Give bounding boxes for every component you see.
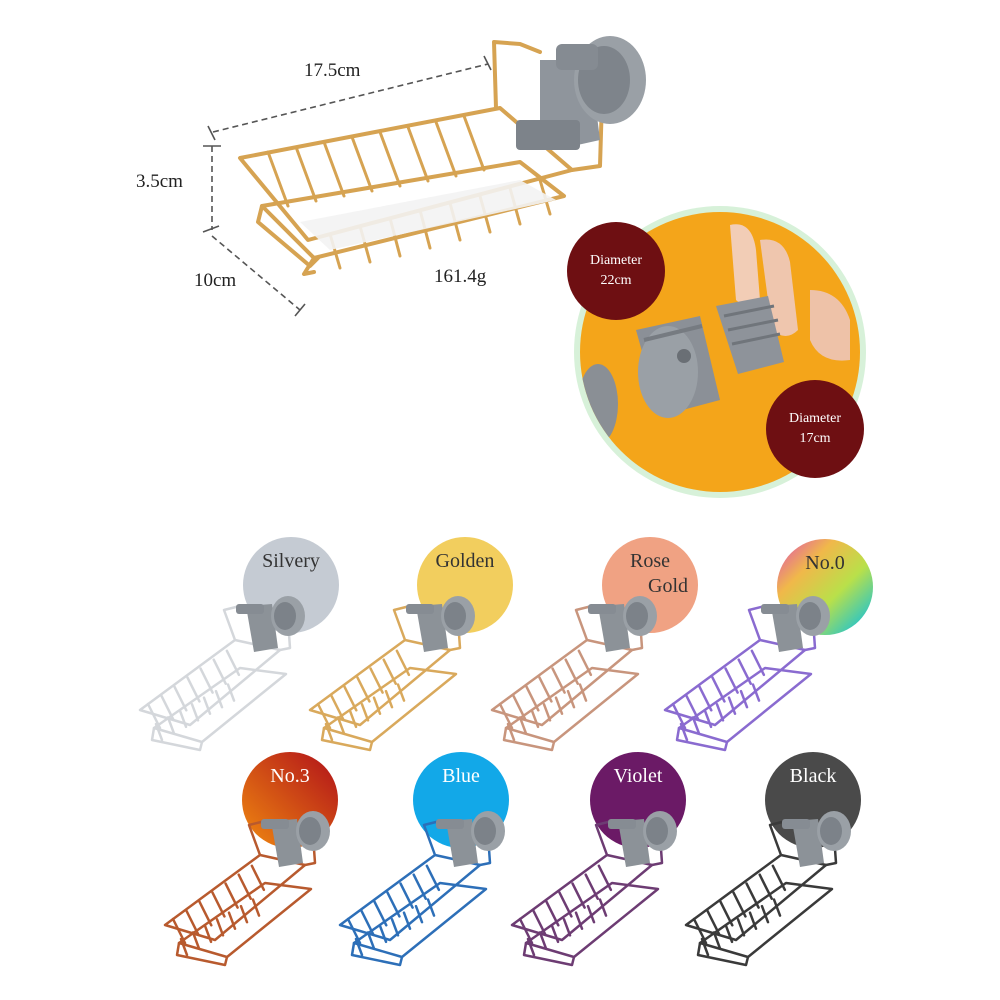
- variant-name-line1: Silvery: [262, 550, 320, 572]
- variant-name-line1: Violet: [613, 765, 663, 787]
- variant-name-line1: Rose: [630, 550, 670, 572]
- variant-basket: [663, 604, 817, 752]
- variant-basket: [338, 819, 492, 967]
- variant-name-line1: Golden: [435, 550, 495, 572]
- variant-label-golden: Golden: [417, 537, 513, 633]
- variant-label-no-0: No.0: [777, 539, 873, 635]
- variant-label-blue: Blue: [413, 752, 509, 848]
- variant-name-line2: Gold: [648, 575, 688, 597]
- dimension-lines: [202, 55, 492, 317]
- variant-basket: [138, 604, 292, 752]
- variant-clamp: [406, 596, 475, 652]
- variant-name-line1: No.3: [270, 765, 310, 787]
- variant-basket: [490, 604, 644, 752]
- variant-basket: [684, 819, 838, 967]
- variant-golden: [308, 537, 513, 752]
- basket-floor: [300, 180, 556, 250]
- variant-clamp: [236, 596, 305, 652]
- variant-rose-gold: [490, 537, 698, 752]
- variant-basket: [510, 819, 664, 967]
- variant-clamp: [588, 596, 657, 652]
- variant-clamp: [436, 811, 505, 867]
- variant-name-line1: Black: [789, 765, 837, 787]
- width-label: 10cm: [194, 270, 237, 291]
- variant-clamp: [261, 811, 330, 867]
- adapter-large: [636, 316, 720, 418]
- diameter-22-label: Diameter: [589, 253, 643, 268]
- variant-clamp: [608, 811, 677, 867]
- variant-blue: [338, 752, 509, 967]
- diameter-17-value: 17cm: [799, 431, 831, 446]
- diameter-17-label: Diameter: [788, 411, 842, 426]
- height-label: 3.5cm: [136, 171, 183, 192]
- length-label: 17.5cm: [304, 60, 361, 81]
- variant-name-line1: No.0: [805, 552, 845, 574]
- weight-label: 161.4g: [434, 266, 487, 287]
- variant-label-black: Black: [765, 752, 861, 848]
- diameter-22-value: 22cm: [600, 273, 632, 288]
- variant-black: [684, 752, 861, 967]
- diameter-17-badge: Diameter 17cm: [766, 380, 864, 478]
- variant-clamp: [782, 811, 851, 867]
- variant-label-violet: Violet: [590, 752, 686, 848]
- variant-clamp: [761, 596, 830, 652]
- adapter-small: [716, 296, 784, 374]
- variant-silvery: [138, 537, 339, 752]
- variant-label-silvery: Silvery: [243, 537, 339, 633]
- variant-basket: [163, 819, 317, 967]
- variant-name-line1: Blue: [442, 765, 480, 787]
- variant-no-0: [663, 539, 873, 752]
- variant-violet: [510, 752, 686, 967]
- diameter-22-badge: Diameter 22cm: [567, 222, 665, 320]
- faucet-clamp: [516, 36, 646, 150]
- variant-no-3: [163, 752, 338, 967]
- variant-label-no-3: No.3: [242, 752, 338, 848]
